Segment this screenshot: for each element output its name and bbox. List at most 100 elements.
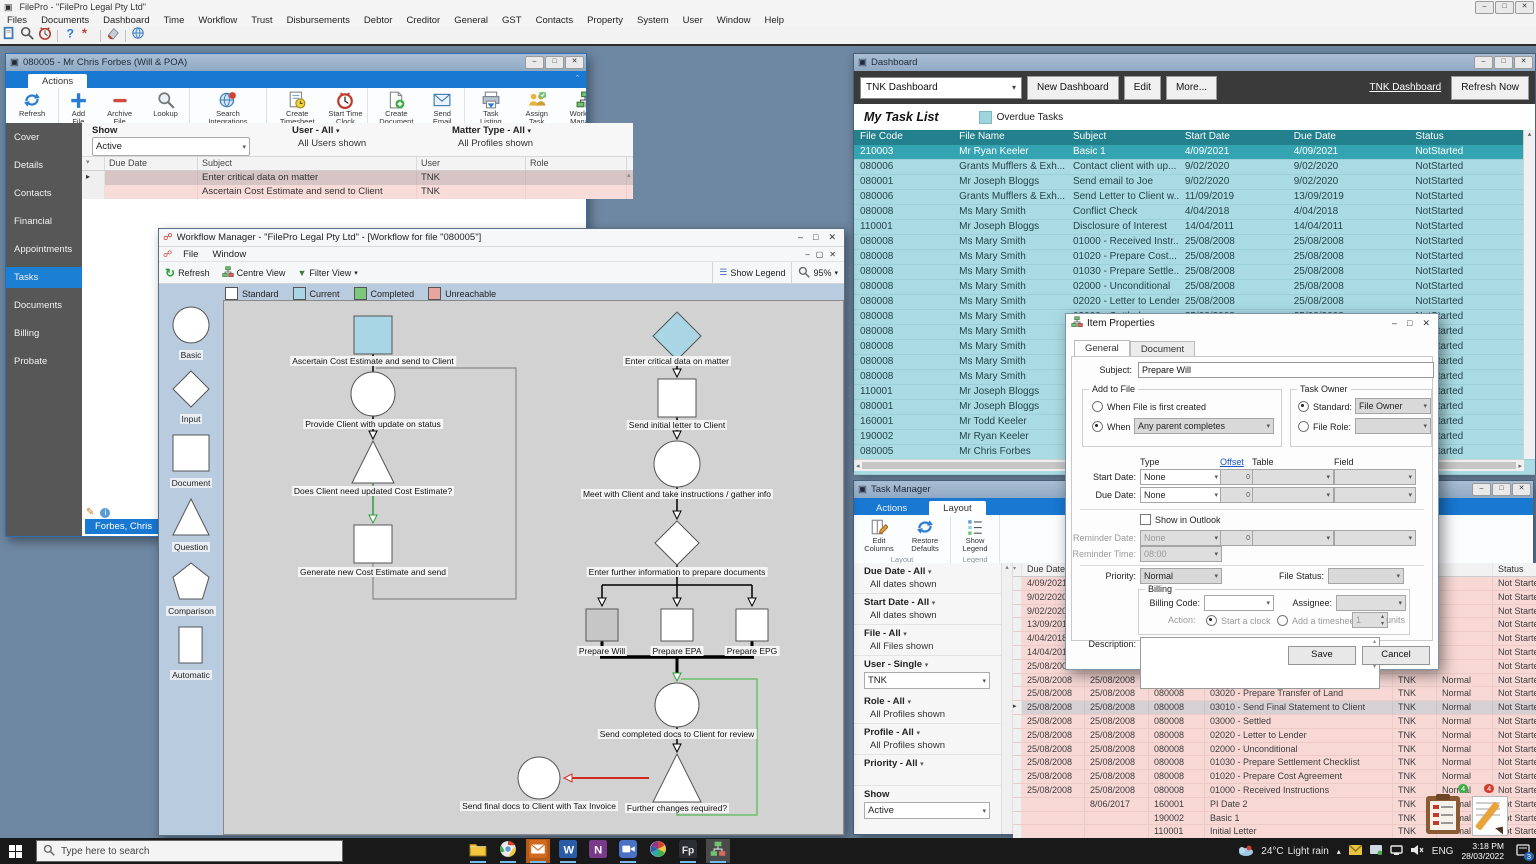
reminder-date-type-select[interactable]: None▾ <box>1140 530 1222 546</box>
wf-refresh-button[interactable]: ↻ Refresh <box>159 262 216 283</box>
menu-creditor[interactable]: Creditor <box>399 15 447 26</box>
wf-child-minimize-icon[interactable]: – <box>805 250 809 259</box>
sidebar-item-probate[interactable]: Probate <box>6 351 82 372</box>
menu-disbursements[interactable]: Disbursements <box>280 15 357 26</box>
clipboard-icon[interactable] <box>1426 794 1460 834</box>
dashboard-task-row[interactable]: 110001Mr Joseph BloggsDisclosure of Inte… <box>854 220 1535 235</box>
tm-col-gutter[interactable]: ▾ <box>1013 563 1022 576</box>
wf-menu-window[interactable]: Window <box>205 249 253 260</box>
refresh-now-button[interactable]: Refresh Now <box>1451 76 1529 100</box>
subject-input[interactable]: Prepare Will <box>1138 362 1434 378</box>
wf-close-button[interactable]: ✕ <box>828 232 836 243</box>
dash-col-status[interactable]: Status <box>1409 130 1535 145</box>
dashboard-minimize-button[interactable]: – <box>1474 56 1493 69</box>
standard-radio[interactable]: Standard: <box>1298 401 1352 412</box>
ribbon-button-archive-file[interactable]: ArchiveFile <box>96 89 144 128</box>
dashboard-task-row[interactable]: 210003Mr Ryan KeelerBasic 14/09/20214/09… <box>854 145 1535 160</box>
dashboard-maximize-button[interactable]: □ <box>1494 56 1513 69</box>
tm-filter-priority-all[interactable]: Priority - All ▾ <box>854 755 1001 770</box>
reminder-date-field-select[interactable]: ▾ <box>1334 530 1416 546</box>
sidebar-item-appointments[interactable]: Appointments <box>6 239 82 260</box>
toolbar-search-icon[interactable] <box>19 29 35 43</box>
tm-filter-select-show[interactable]: Active▾ <box>864 802 990 819</box>
taskbar-onenote-icon[interactable]: N <box>586 839 610 863</box>
start-date-table-select[interactable]: ▾ <box>1252 469 1334 485</box>
wf-child-close-icon[interactable]: ✕ <box>829 250 836 259</box>
workflow-node-prepare-will[interactable] <box>586 609 618 641</box>
menu-time[interactable]: Time <box>157 15 192 26</box>
taskbar-outlook-icon[interactable] <box>526 839 550 863</box>
file-task-row[interactable]: ▸Enter critical data on matterTNK▴ <box>82 171 633 185</box>
menu-documents[interactable]: Documents <box>34 15 96 26</box>
dash-col-start-date[interactable]: Start Date <box>1179 130 1288 145</box>
reminder-date-offset-input[interactable]: 0 <box>1220 530 1254 546</box>
when-radio[interactable]: When <box>1092 421 1131 432</box>
ribbon-button-search-integrations[interactable]: SearchIntegrations <box>192 89 263 128</box>
menu-files[interactable]: Files <box>0 15 34 26</box>
workflow-node-send-final-docs-to-client-with[interactable] <box>518 757 560 799</box>
workflow-node-ascertain-cost-estimate-and-se[interactable] <box>354 316 392 354</box>
assignee-select[interactable]: ▾ <box>1336 595 1406 611</box>
cancel-button[interactable]: Cancel <box>1362 646 1430 665</box>
tm-close-button[interactable]: ✕ <box>1512 483 1531 496</box>
dashboard-task-row[interactable]: 080008Ms Mary Smith01000 - Received Inst… <box>854 235 1535 250</box>
dash-col-subject[interactable]: Subject <box>1067 130 1179 145</box>
tm-button-show-legend[interactable]: ShowLegend <box>953 516 997 555</box>
start-button[interactable] <box>3 839 27 863</box>
item-properties-titlebar[interactable]: Item Properties – □ ✕ <box>1066 314 1438 333</box>
menu-trust[interactable]: Trust <box>244 15 279 26</box>
main-maximize-button[interactable]: □ <box>1495 1 1514 14</box>
workflow-node-does-client-need-updated-cost-[interactable] <box>352 441 394 483</box>
clock[interactable]: 3:18 PM 28/03/2022 <box>1461 841 1504 861</box>
ribbon-button-task-listing[interactable]: TaskListing <box>467 89 515 128</box>
taskbar-filepro-icon[interactable]: Fp <box>676 839 700 863</box>
file-col-subject[interactable]: Subject <box>198 157 417 170</box>
file-status-select[interactable]: ▾ <box>1328 568 1404 584</box>
ribbon-button-create-timesheet[interactable]: CreateTimesheet <box>269 89 326 128</box>
file-col-user[interactable]: User <box>417 157 526 170</box>
start-date-type-select[interactable]: None▾ <box>1140 469 1222 485</box>
toolbar-help-icon[interactable]: ? <box>62 29 78 43</box>
dashboard-close-button[interactable]: ✕ <box>1514 56 1533 69</box>
start-clock-radio[interactable]: Start a clock <box>1206 615 1271 626</box>
ribbon-button-refresh[interactable]: Refresh <box>8 89 56 119</box>
toolbar-eraser-icon[interactable] <box>105 29 121 43</box>
file-maximize-button[interactable]: □ <box>545 56 564 69</box>
tm-task-row[interactable]: 25/08/200825/08/200808000801030 - Prepar… <box>1013 756 1536 770</box>
tm-filter-role-all[interactable]: Role - All ▾ <box>854 693 1001 708</box>
wf-minimize-button[interactable]: – <box>798 232 803 243</box>
sidebar-item-billing[interactable]: Billing <box>6 323 82 344</box>
start-date-offset-input[interactable]: 0 <box>1220 469 1254 485</box>
wf-zoom-control[interactable]: 95%▾ <box>791 262 844 283</box>
tm-task-row[interactable]: 25/08/200825/08/200808000803020 - Prepar… <box>1013 687 1536 701</box>
notepad-pencil-icon[interactable] <box>1470 792 1510 836</box>
wf-maximize-button[interactable]: □ <box>813 232 818 243</box>
dash-col-due-date[interactable]: Due Date <box>1288 130 1410 145</box>
more-button[interactable]: More... <box>1166 76 1217 100</box>
tm-button-edit-columns[interactable]: EditColumns <box>856 516 902 555</box>
toolbar-alarm-icon[interactable] <box>37 29 53 43</box>
edit-dashboard-button[interactable]: Edit <box>1124 76 1161 100</box>
file-close-button[interactable]: ✕ <box>565 56 584 69</box>
ribbon-button-create-document[interactable]: CreateDocument <box>370 89 423 128</box>
tray-expand-icon[interactable]: ▴ <box>1337 847 1341 856</box>
standard-select[interactable]: File Owner▾ <box>1355 398 1431 414</box>
due-date-type-select[interactable]: None▾ <box>1140 487 1222 503</box>
reminder-time-select[interactable]: 08:00▾ <box>1140 546 1222 562</box>
palette-question[interactable]: Question <box>172 498 210 552</box>
dashboard-task-row[interactable]: 080008Ms Mary Smith02000 - Unconditional… <box>854 280 1535 295</box>
workflow-node-provide-client-with-update-on-[interactable] <box>351 372 395 416</box>
weather-icon[interactable] <box>1237 844 1253 859</box>
tm-task-row[interactable]: 25/08/200825/08/200808000802020 - Letter… <box>1013 729 1536 743</box>
ip-maximize-button[interactable]: □ <box>1407 318 1412 329</box>
when-first-created-radio[interactable]: When File is first created <box>1092 401 1206 412</box>
workflow-canvas[interactable]: Ascertain Cost Estimate and send to Clie… <box>223 300 844 835</box>
menu-help[interactable]: Help <box>758 15 792 26</box>
ip-tab-document[interactable]: Document <box>1130 341 1195 357</box>
add-timesheet-radio[interactable]: Add a timesheet: <box>1277 615 1360 626</box>
tm-filter-scrollbar[interactable]: ▴ <box>1002 563 1013 834</box>
due-date-offset-input[interactable]: 0 <box>1220 487 1254 503</box>
tm-filter-user-single[interactable]: User - Single ▾ <box>854 656 1001 671</box>
ribbon-button-send-email[interactable]: SendEmail <box>423 89 462 128</box>
dashboard-task-row[interactable]: 080008Ms Mary SmithConflict Check4/04/20… <box>854 205 1535 220</box>
